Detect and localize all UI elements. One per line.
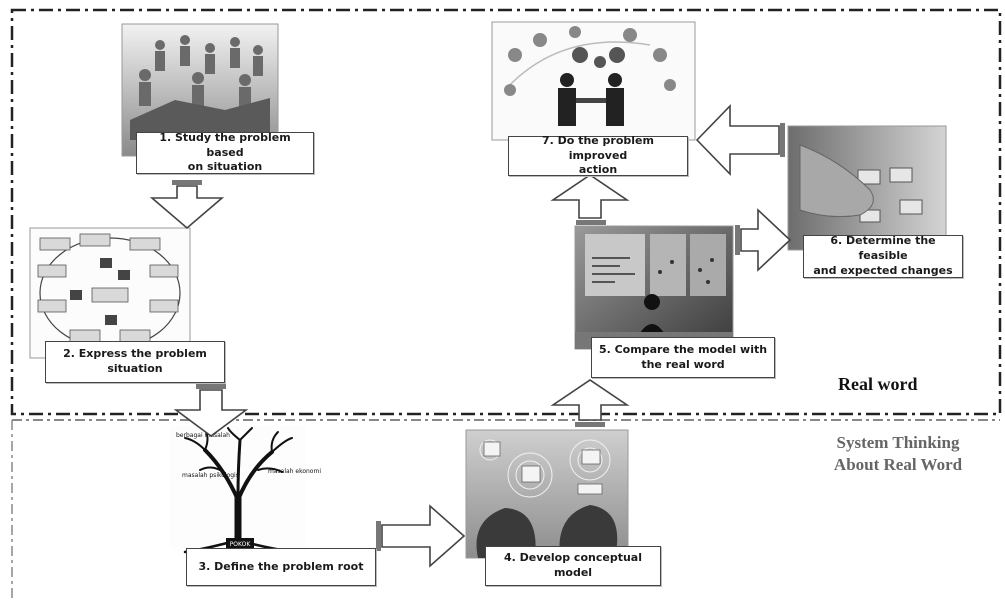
step-3-caption: 3. Define the problem root: [186, 548, 376, 586]
step-6-label-line1: 6. Determine the feasible: [830, 234, 936, 263]
step-5-image: [574, 225, 734, 350]
step-7-label-line1: 7. Do the problem improved: [542, 133, 654, 162]
step-2-label-line1: 2. Express the problem: [63, 347, 207, 361]
step-2-image: [29, 227, 191, 359]
tree-label-right: masalah ekonomi: [268, 468, 321, 475]
real-world-boundary: [10, 8, 1002, 416]
step-7-image: [491, 21, 696, 141]
step-6-image: [787, 125, 947, 251]
step-2-label-line2: situation: [107, 362, 163, 375]
arrow-3-to-4: [376, 504, 466, 568]
system-thinking-label-line1: System Thinking: [836, 433, 960, 452]
tree-label-left: berbagai masalah: [176, 432, 230, 439]
step-4-image: [465, 429, 629, 559]
step-1-label-line1: 1. Study the problem based: [159, 130, 291, 159]
step-3-image: [170, 426, 306, 562]
step-3-label-line1: 3. Define the problem root: [198, 559, 364, 573]
arrow-4-to-5: [550, 379, 630, 427]
tree-label-mid-left: masalah psikologis: [182, 472, 239, 479]
step-1-image: [121, 23, 279, 157]
real-world-label: Real word: [838, 374, 918, 394]
step-5-label-line1: 5. Compare the model with: [598, 342, 768, 356]
step-5-label-line2: the real word: [641, 357, 725, 371]
step-1-label-line2: on situation: [187, 160, 263, 174]
arrow-5-to-6: [735, 208, 792, 272]
step-4-label-line1: 4. Develop conceptual: [504, 551, 642, 565]
step-6-label-line2: and expected changes: [813, 263, 953, 277]
step-7-label-line2: action: [578, 163, 618, 177]
step-4-label-line2: model: [553, 566, 593, 579]
system-thinking-label: System Thinking About Real Word: [808, 432, 988, 476]
arrow-6-to-7: [695, 104, 785, 176]
tree-label-root: POKOK: [230, 541, 252, 548]
arrow-5-to-7: [550, 174, 630, 225]
arrow-1-to-2: [149, 180, 225, 230]
arrow-2-to-3: [173, 384, 249, 437]
system-thinking-label-line2: About Real Word: [833, 455, 963, 475]
